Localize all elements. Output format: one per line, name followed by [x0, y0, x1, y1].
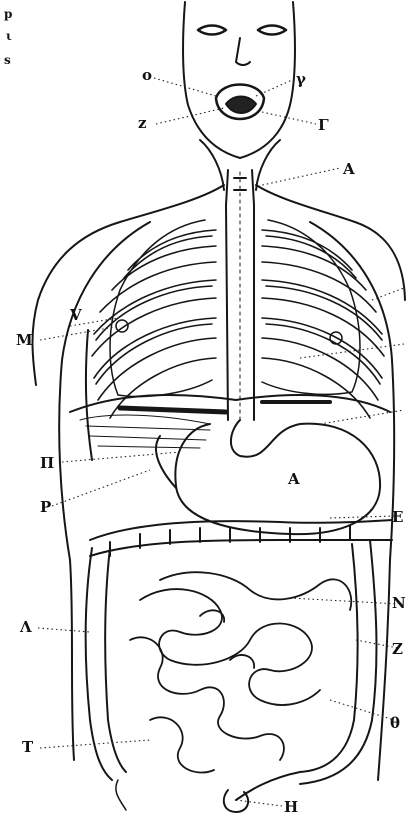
transverse-colon: [90, 520, 392, 556]
label-alpha: A: [342, 160, 355, 178]
labels: o γ z Γ A M V Π P A E Λ N Z θ T H: [16, 66, 406, 816]
label-p: P: [40, 498, 51, 516]
liver: [80, 415, 210, 448]
label-h: H: [284, 798, 298, 816]
label-lambda: Λ: [19, 618, 32, 636]
esophagus: [226, 170, 254, 420]
label-gamma-top: γ: [296, 70, 306, 88]
label-v: V: [69, 306, 82, 324]
label-t: T: [22, 738, 34, 756]
label-z: z: [138, 114, 147, 132]
rib-cage: [92, 230, 384, 418]
label-alpha-stomach: A: [287, 470, 300, 488]
label-m: M: [16, 331, 33, 349]
label-theta: θ: [390, 714, 400, 732]
label-e: E: [392, 508, 403, 526]
large-intestine: [86, 540, 377, 812]
label-z-right: Z: [392, 640, 403, 658]
corner-text-3: s: [4, 53, 11, 67]
head: [183, 2, 295, 190]
label-gamma: Γ: [318, 116, 329, 134]
corner-text-1: p: [4, 7, 12, 21]
diaphragm: [70, 395, 390, 412]
label-o: o: [142, 66, 152, 84]
stomach: [156, 420, 380, 534]
small-intestine: [130, 572, 351, 772]
corner-text: p ι s: [4, 7, 12, 67]
label-pi: Π: [40, 454, 54, 472]
label-n: N: [392, 594, 406, 612]
corner-text-2: ι: [6, 29, 12, 43]
